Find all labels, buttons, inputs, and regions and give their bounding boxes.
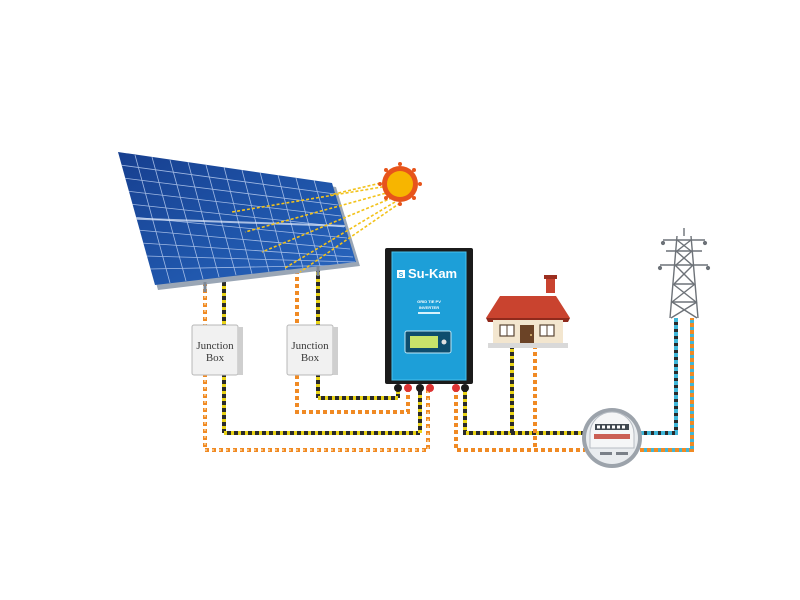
panel-face [118,152,356,285]
brand-name: Su-Kam [408,266,457,281]
wire-ac-orange [454,388,585,452]
junction-box-1: Junction Box [191,324,243,376]
wire-grid-orange [640,318,694,452]
sun-rays [231,181,401,273]
inverter-label-line1: GRID TIE PV [417,299,441,304]
house-icon [486,275,570,348]
junction-box-label-line1: Junction [196,340,234,352]
solar-panel [118,152,360,292]
inverter-terminals [394,384,469,392]
junction-box-2: Junction Box [286,324,338,376]
wire-grid-blue [640,318,678,435]
transmission-tower-icon [657,228,711,319]
brand-logo: S Su-Kam [397,266,457,281]
svg-text:S: S [399,272,404,279]
junction-box-label-line2: Box [301,352,320,364]
junction-box-label-line1: Junction [291,340,329,352]
sun-icon [378,162,422,206]
wire-ac-black [463,388,585,435]
wiring [203,268,694,452]
inverter: S Su-Kam GRID TIE PV INVERTER [385,248,473,392]
energy-meter-icon [582,408,642,468]
inverter-label-line2: INVERTER [419,305,439,310]
junction-box-label-line2: Box [206,352,225,364]
